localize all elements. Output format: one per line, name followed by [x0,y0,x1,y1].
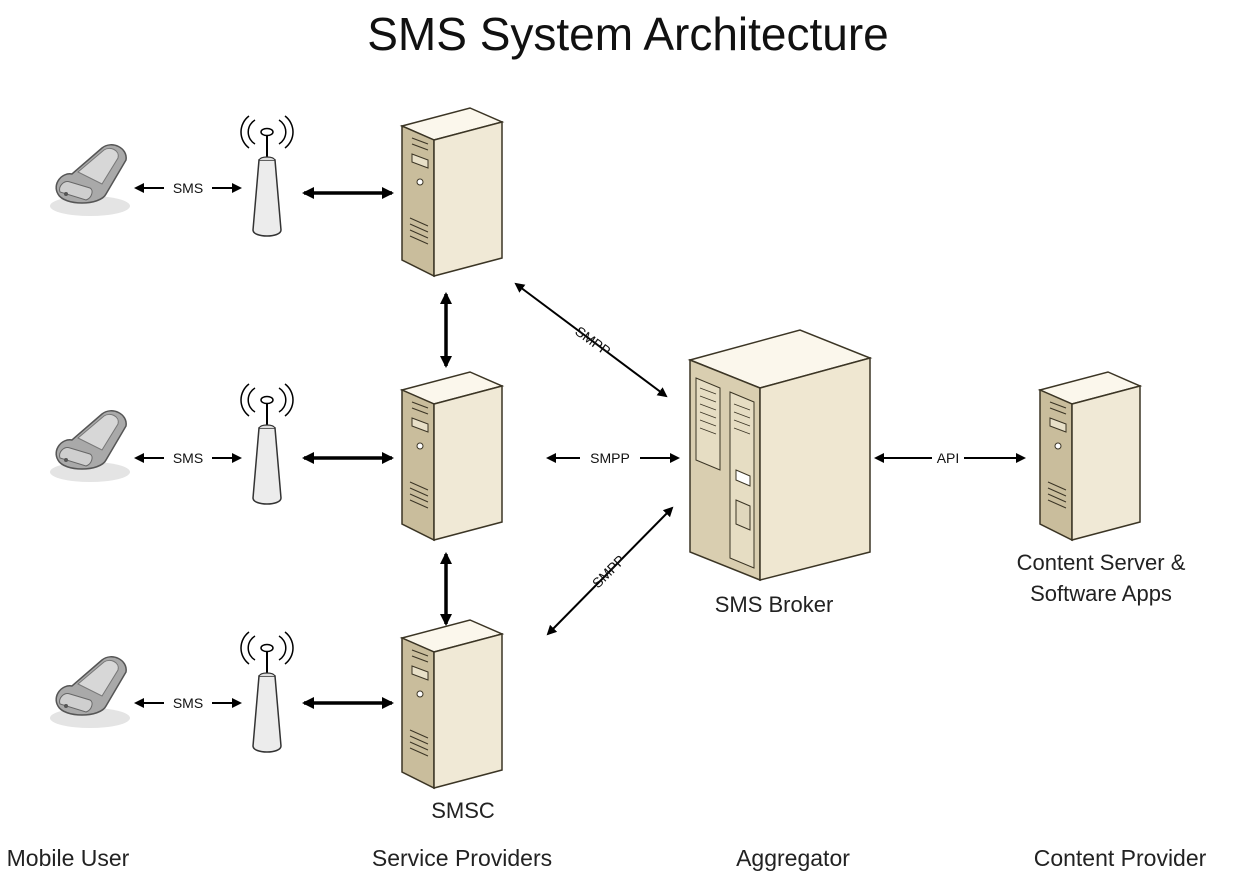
sms-link: SMS [134,450,242,466]
antenna-tower-icon [240,383,294,505]
sms-link-label: SMS [173,450,203,466]
sms-broker-server-icon [689,329,871,581]
column-label-content-provider: Content Provider [1034,845,1207,871]
antenna-tower-icon [240,631,294,753]
api-link-label: API [937,450,960,466]
mobile-phone-icon [49,144,131,217]
antenna-tower-icon [240,115,294,237]
mobile-phone-icon [49,656,131,729]
sms-link: SMS [134,695,242,711]
smpp-link: SMPP [546,506,674,636]
smsc-server-icon [401,619,503,789]
api-link: API [874,450,1026,466]
sms-link: SMS [134,180,242,196]
column-label-service-providers: Service Providers [372,845,552,871]
column-label-aggregator: Aggregator [736,845,850,871]
service-provider-server-icon [401,371,503,541]
sms-broker-label: SMS Broker [715,592,834,617]
mobile-phone-icon [49,410,131,483]
smpp-link-label: SMPP [589,552,628,591]
smsc-label: SMSC [431,798,495,823]
content-server-label: Software Apps [1030,581,1172,606]
smpp-link: SMPP [514,282,668,398]
content-server-icon [1039,371,1141,541]
content-server-label: Content Server & [1017,550,1186,575]
sms-link-label: SMS [173,695,203,711]
diagram-title: SMS System Architecture [367,8,889,60]
service-provider-server-icon [401,107,503,277]
sms-link-label: SMS [173,180,203,196]
smpp-link: SMPP [546,450,680,466]
smpp-link-label: SMPP [590,450,630,466]
smpp-link-label: SMPP [572,323,614,359]
column-label-mobile-user: Mobile User [7,845,130,871]
